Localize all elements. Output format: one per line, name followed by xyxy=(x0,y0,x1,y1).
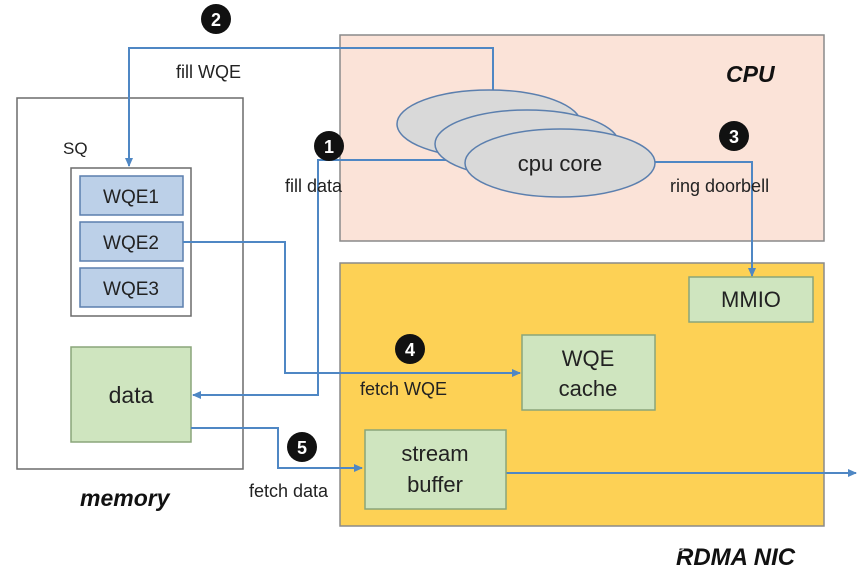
cpu-title: CPU xyxy=(726,61,776,87)
step-3-badge: 3 xyxy=(719,121,749,151)
step-2-label: fill WQE xyxy=(176,62,241,82)
step-4-label: fetch WQE xyxy=(360,379,447,399)
wqe-cache-box xyxy=(521,334,656,411)
cpu-core-label: cpu core xyxy=(518,151,602,176)
wqe2-label: WQE2 xyxy=(103,233,159,254)
arrow-fetch-data xyxy=(191,427,363,472)
step-3-label: ring doorbell xyxy=(670,176,769,196)
stream-buffer-label-line1: stream xyxy=(401,441,468,466)
data-box xyxy=(70,346,192,443)
wqe-cache-label-line2: cache xyxy=(559,376,618,401)
cpu-core-front xyxy=(464,128,656,198)
step-5-badge: 5 xyxy=(287,432,317,462)
svg-text:2: 2 xyxy=(211,10,221,30)
step-4-badge: 4 xyxy=(395,334,425,364)
stream-buffer-box xyxy=(364,429,507,510)
step-2-badge: 2 xyxy=(201,4,231,34)
svg-text:3: 3 xyxy=(729,127,739,147)
sq-label: SQ xyxy=(63,139,88,158)
nic-title: RDMA NIC xyxy=(676,544,796,571)
wqe1-label: WQE1 xyxy=(103,187,159,208)
svg-text:1: 1 xyxy=(324,137,334,157)
arrow-fill-data xyxy=(192,159,470,399)
wqe2-box xyxy=(79,221,184,262)
step-5-label: fetch data xyxy=(249,481,329,501)
memory-title: memory xyxy=(80,485,171,511)
arrow-fetch-wqe xyxy=(183,241,521,377)
wqe1-box xyxy=(79,175,184,216)
step-1-badge: 1 xyxy=(314,131,344,161)
step-1-label: fill data xyxy=(285,176,343,196)
wqe3-label: WQE3 xyxy=(103,279,159,300)
stream-buffer-label-line2: buffer xyxy=(407,472,463,497)
watermark: 知乎 @fxp2001640 xyxy=(622,529,809,553)
svg-text:4: 4 xyxy=(405,340,415,360)
arrow-ring-doorbell xyxy=(655,161,756,277)
wqe-cache-label-line1: WQE xyxy=(562,346,615,371)
wqe3-box xyxy=(79,267,184,308)
mmio-box xyxy=(688,276,814,323)
arrow-fill-wqe xyxy=(125,47,494,167)
svg-text:5: 5 xyxy=(297,438,307,458)
mmio-label: MMIO xyxy=(721,287,781,312)
data-label: data xyxy=(109,382,154,408)
